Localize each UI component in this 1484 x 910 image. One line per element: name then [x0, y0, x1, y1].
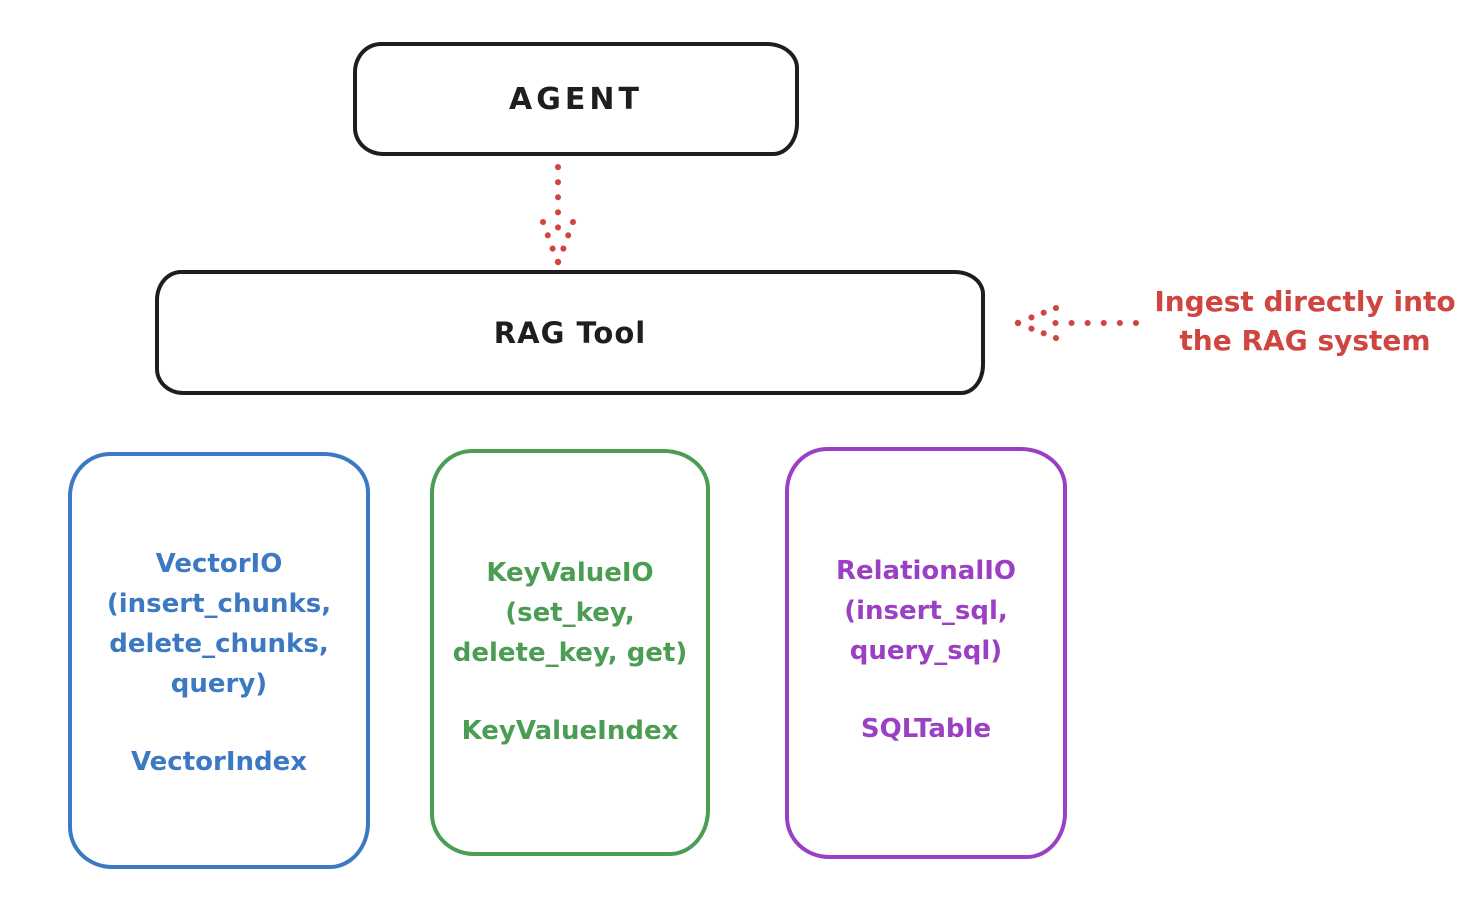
annotation-text: Ingest directly into the RAG system — [1140, 282, 1470, 360]
sql-table-label: SQLTable — [860, 714, 992, 744]
vector-io-box: VectorIO (insert_chunks, delete_chunks, … — [68, 452, 370, 869]
agent-box: AGENT — [353, 42, 799, 156]
rag-tool-box-label: RAG Tool — [493, 315, 647, 350]
rag-tool-box: RAG Tool — [155, 270, 985, 395]
annotation-line-1: Ingest directly into — [1154, 285, 1456, 318]
keyvalue-io-label: KeyValueIO (set_key, delete_key, get) — [452, 558, 688, 668]
dotted-arrow-down-icon — [540, 164, 576, 266]
relational-io-label: RelationalIO (insert_sql, query_sql) — [835, 556, 1017, 666]
keyvalue-index-label: KeyValueIndex — [461, 716, 679, 746]
agent-box-label: AGENT — [509, 81, 643, 117]
relational-io-box: RelationalIO (insert_sql, query_sql) SQL… — [785, 447, 1067, 859]
vector-io-label: VectorIO (insert_chunks, delete_chunks, … — [106, 549, 332, 699]
vector-index-label: VectorIndex — [130, 747, 308, 777]
dotted-arrow-left-icon — [1014, 305, 1139, 341]
keyvalue-io-box: KeyValueIO (set_key, delete_key, get) Ke… — [430, 449, 710, 856]
annotation-line-2: the RAG system — [1179, 324, 1431, 357]
